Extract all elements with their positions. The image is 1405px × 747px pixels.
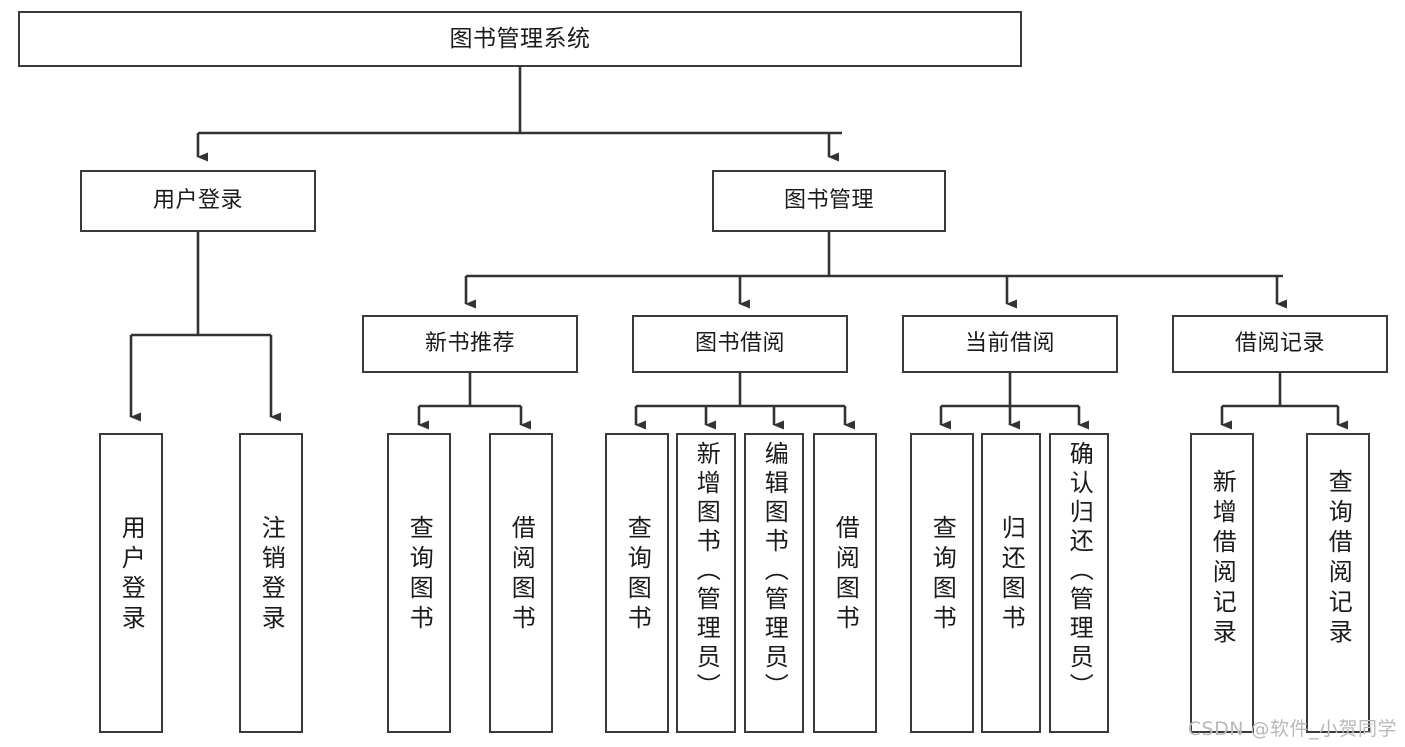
- leaf-add-borrow-record[interactable]: 新增借阅记录: [1190, 433, 1254, 733]
- node-root-book-management-system[interactable]: 图书管理系统: [18, 11, 1022, 67]
- node-book-management[interactable]: 图书管理: [712, 170, 946, 232]
- leaf-add-book-admin[interactable]: 新增图书（管理员）: [676, 433, 736, 733]
- node-label: 用户登录: [117, 515, 146, 635]
- node-label: 查询图书: [405, 515, 434, 635]
- node-borrowing-records[interactable]: 借阅记录: [1172, 315, 1388, 373]
- node-label: 借阅图书: [507, 515, 536, 635]
- node-label: 图书管理: [783, 188, 874, 214]
- leaf-return-book[interactable]: 归还图书: [981, 433, 1041, 733]
- leaf-user-logout[interactable]: 注销登录: [239, 433, 303, 733]
- node-label: 新增图书（管理员）: [692, 441, 721, 702]
- node-label: 编辑图书（管理员）: [760, 441, 789, 702]
- node-label: 新增借阅记录: [1208, 469, 1237, 649]
- csdn-watermark: CSDN @软件_小贺同学: [1187, 718, 1397, 740]
- node-label: 确认归还（管理员）: [1065, 441, 1094, 702]
- leaf-confirm-return-admin[interactable]: 确认归还（管理员）: [1049, 433, 1109, 733]
- node-label: 用户登录: [152, 188, 243, 214]
- leaf-query-book-borrow[interactable]: 查询图书: [605, 433, 669, 733]
- node-label: 注销登录: [257, 515, 286, 635]
- node-label: 查询图书: [623, 515, 652, 635]
- node-label: 查询借阅记录: [1324, 469, 1353, 649]
- node-user-login[interactable]: 用户登录: [80, 170, 316, 232]
- node-current-borrowing[interactable]: 当前借阅: [902, 315, 1118, 373]
- leaf-user-login[interactable]: 用户登录: [99, 433, 163, 733]
- leaf-query-book-current[interactable]: 查询图书: [910, 433, 974, 733]
- node-label: 图书管理系统: [449, 25, 591, 52]
- node-new-book-recommendation[interactable]: 新书推荐: [362, 315, 578, 373]
- leaf-query-book-newbook[interactable]: 查询图书: [387, 433, 451, 733]
- node-book-borrowing[interactable]: 图书借阅: [632, 315, 848, 373]
- node-label: 借阅记录: [1234, 331, 1325, 357]
- node-label: 借阅图书: [831, 515, 860, 635]
- leaf-edit-book-admin[interactable]: 编辑图书（管理员）: [744, 433, 804, 733]
- leaf-query-borrow-record[interactable]: 查询借阅记录: [1306, 433, 1370, 733]
- node-label: 新书推荐: [424, 331, 515, 357]
- node-label: 归还图书: [997, 515, 1026, 635]
- leaf-borrow-book-borrow[interactable]: 借阅图书: [813, 433, 877, 733]
- node-label: 当前借阅: [964, 331, 1055, 357]
- leaf-borrow-book-newbook[interactable]: 借阅图书: [489, 433, 553, 733]
- node-label: 图书借阅: [694, 331, 785, 357]
- node-label: 查询图书: [928, 515, 957, 635]
